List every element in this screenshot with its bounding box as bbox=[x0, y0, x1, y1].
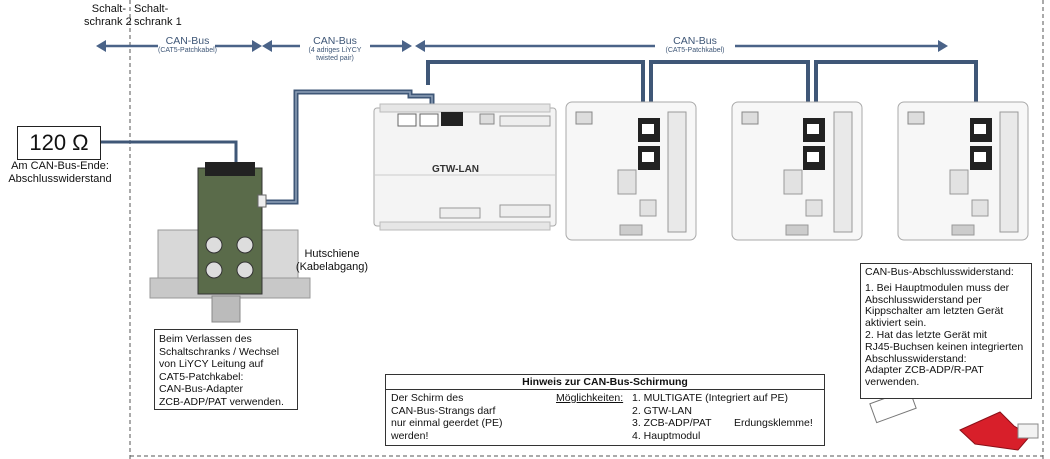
leave-cabinet-note: Beim Verlassen des Schaltschranks / Wech… bbox=[154, 329, 298, 410]
bus-label-2: CAN-Bus (4 adriges LiYCY twisted pair) bbox=[308, 35, 362, 63]
gateway-device bbox=[373, 103, 557, 231]
shield-clamp-label: Erdungsklemme! bbox=[734, 417, 813, 429]
shield-note: Hinweis zur CAN-Bus-Schirmung Der Schirm… bbox=[385, 374, 825, 446]
bus-label-1: CAN-Bus (CAT5-Patchkabel) bbox=[157, 35, 217, 55]
resistor-cable bbox=[100, 140, 238, 168]
patch-cable-1 bbox=[426, 60, 645, 112]
shield-note-title: Hinweis zur CAN-Bus-Schirmung bbox=[386, 375, 824, 390]
shield-note-left: Der Schirm des CAN-Bus-Strangs darf nur … bbox=[391, 392, 503, 442]
rail-label: Hutschiene (Kabelabgang) bbox=[295, 248, 369, 273]
main-module-3 bbox=[897, 101, 1029, 241]
shield-options-list: 1. MULTIGATE (Integriert auf PE) 2. GTW-… bbox=[632, 392, 788, 442]
cabinet-1-label: Schalt- schrank 1 bbox=[134, 3, 182, 28]
resistor-box: 120 Ω bbox=[17, 126, 101, 160]
bus-label-3: CAN-Bus (CAT5-Patchkabel) bbox=[665, 35, 725, 55]
resistor-caption: Am CAN-Bus-Ende: Abschlusswiderstand bbox=[8, 160, 112, 185]
gateway-label: GTW-LAN bbox=[432, 164, 480, 175]
main-module-1 bbox=[565, 101, 697, 241]
can-bus-adapter bbox=[149, 162, 311, 323]
cabinet-2-label: Schalt- schrank 2 bbox=[84, 3, 132, 28]
shield-options-label: Möglichkeiten: bbox=[556, 392, 624, 404]
main-module-2 bbox=[731, 101, 863, 241]
termination-note: CAN-Bus-Abschlusswiderstand: 1. Bei Haup… bbox=[860, 263, 1032, 399]
